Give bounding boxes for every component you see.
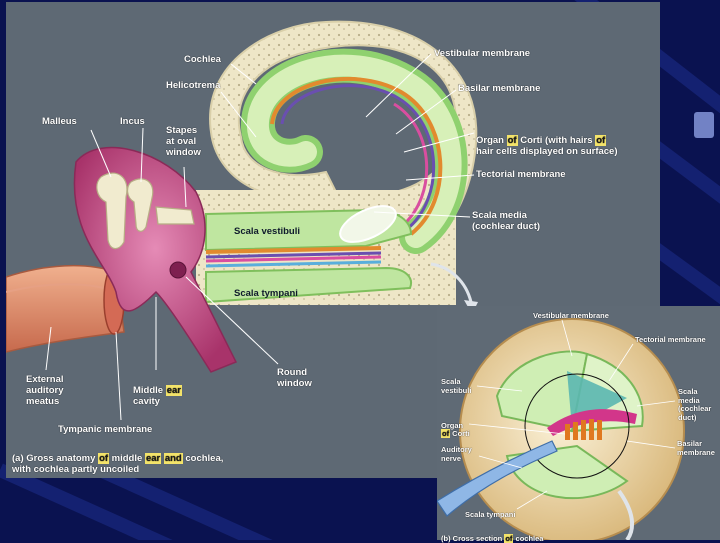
label-cochlea: Cochlea <box>184 54 221 65</box>
inset-label-scala-media: Scala media (cochlear duct) <box>678 387 712 422</box>
cochlea-illustration <box>6 20 478 421</box>
label-tectorial-membrane: Tectorial membrane <box>476 169 566 180</box>
stapes-bone <box>155 206 195 225</box>
scala-tympani-channel <box>205 266 412 304</box>
inset-label-tectorial-membrane: Tectorial membrane <box>635 335 706 344</box>
label-incus: Incus <box>120 116 145 127</box>
inset-label-scala-tympani: Scala tympani <box>465 510 516 519</box>
cochlea-cross-section <box>437 318 685 540</box>
caption-a: (a) Gross anatomy of middle ear and coch… <box>12 453 224 475</box>
label-helicotrema: Helicotrema <box>166 80 221 91</box>
inset-organ-of-corti <box>565 419 602 440</box>
label-tympanic-membrane: Tympanic membrane <box>58 424 153 435</box>
inset-label-auditory-nerve: Auditory nerve <box>441 445 472 463</box>
label-scala-vestibuli: Scala vestibuli <box>234 226 301 237</box>
inset-label-scala-vestibuli: Scala vestibuli <box>441 377 472 395</box>
label-malleus: Malleus <box>42 116 77 127</box>
inset-label-vestibular-membrane: Vestibular membrane <box>533 311 609 320</box>
inset-auditory-nerve <box>437 440 558 517</box>
inset-label-organ-of-corti: Organ of Corti <box>441 420 470 439</box>
label-scala-media: Scala media (cochlear duct) <box>472 210 541 232</box>
malleus-bone <box>96 172 128 250</box>
label-vestibular-membrane: Vestibular membrane <box>434 48 531 59</box>
cross-section-figure: Vestibular membrane Tectorial membrane S… <box>437 306 720 543</box>
label-external-auditory-meatus: External auditory meatus <box>26 374 64 407</box>
label-round-window: Round window <box>277 367 312 389</box>
label-middle-ear-cavity: Middle ear cavity <box>133 385 182 407</box>
label-scala-tympani: Scala tympani <box>234 288 298 299</box>
label-basilar-membrane: Basilar membrane <box>458 83 541 94</box>
caption-b: (b) Cross section of cochlea <box>441 533 544 543</box>
incus-bone <box>127 178 154 232</box>
label-stapes: Stapes at oval window <box>166 125 201 158</box>
inset-label-basilar-membrane: Basilar membrane <box>677 439 715 457</box>
